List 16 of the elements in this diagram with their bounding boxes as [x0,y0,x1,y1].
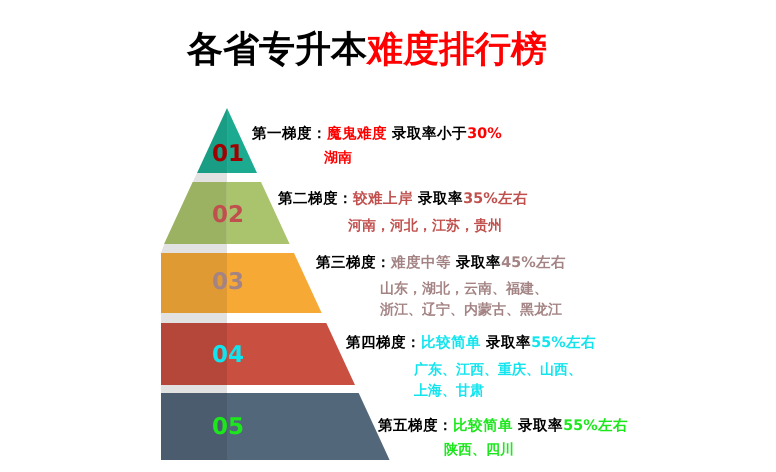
tier-heading: 第四梯度：比较简单 录取率55%左右 [346,334,596,352]
layer-number: 02 [210,202,245,228]
layer-number: 04 [210,342,245,368]
tier-heading: 第三梯度：难度中等 录取率45%左右 [316,254,566,272]
province-list: 山东，湖北，云南、福建、浙江、辽宁、内蒙古、黑龙江 [380,278,570,320]
layer-number: 01 [210,141,245,167]
province-list: 陕西、四川 [444,440,634,460]
layer-number: 03 [210,269,245,295]
tier-heading: 第一梯度：魔鬼难度 录取率小于30% [252,125,502,143]
tier-heading: 第二梯度：较难上岸 录取率35%左右 [278,190,528,208]
tier-heading: 第五梯度：比较简单 录取率55%左右 [378,417,628,435]
province-list: 广东、江西、重庆、山西、上海、甘肃 [414,360,604,402]
layer-number: 05 [210,414,245,440]
province-list: 湖南 [324,148,514,168]
title: 各省专升本难度排行榜 [187,31,547,69]
province-list: 河南，河北，江苏，贵州 [348,216,538,236]
